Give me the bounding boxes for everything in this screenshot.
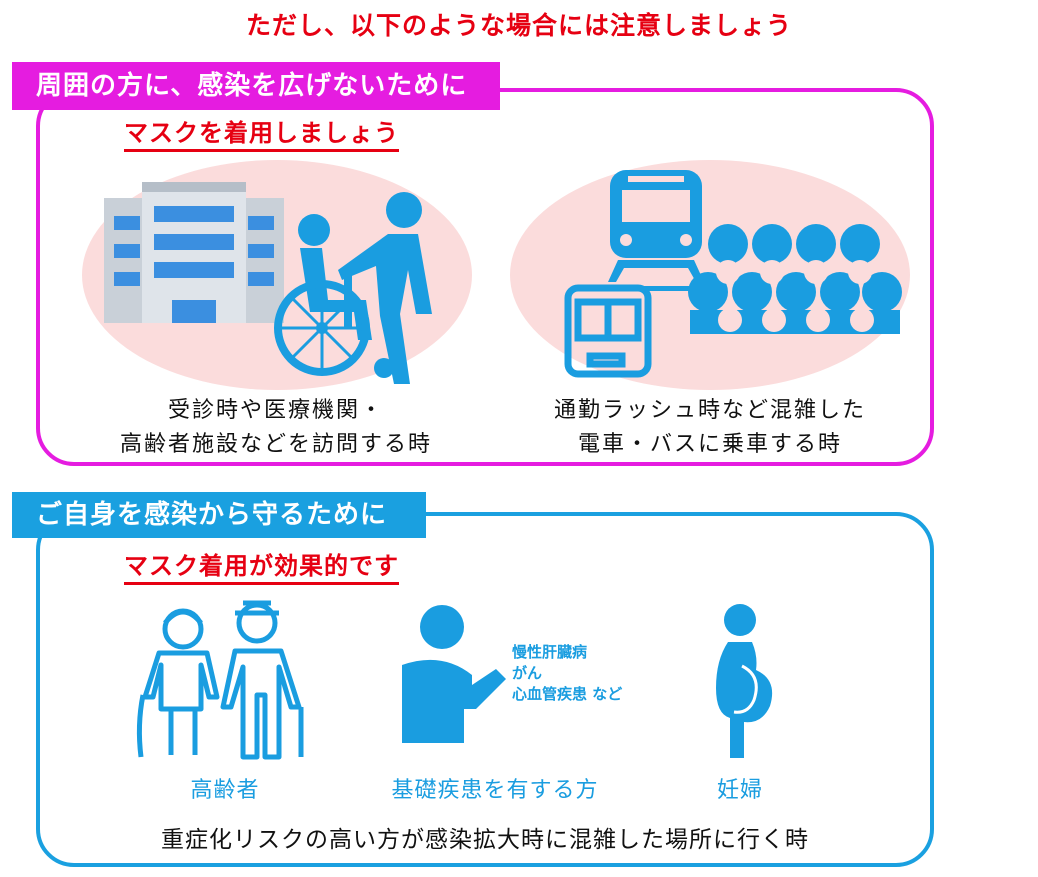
section1-tab: 周囲の方に、感染を広げないために	[12, 62, 500, 110]
disease-item: 心血管疾患 など	[512, 685, 623, 703]
hospital-icon	[104, 182, 284, 323]
section2-subtitle: マスク着用が効果的です	[124, 551, 399, 585]
disease-item: 慢性肝臓病	[512, 643, 588, 661]
elderly-couple-icon	[136, 600, 304, 760]
person-underlying-disease-icon	[402, 605, 506, 743]
section2-tab: ご自身を感染から守るために	[12, 492, 426, 538]
wheelchair-icon	[274, 214, 394, 378]
caption-right-line2: 電車・バスに乗車する時	[577, 432, 842, 457]
caption-left-line2: 高齢者施設などを訪問する時	[119, 432, 432, 457]
caption-left: 受診時や医療機関・ 高齢者施設などを訪問する時	[96, 394, 456, 462]
label-underlying: 基礎疾患を有する方	[391, 778, 599, 803]
disease-list: 慢性肝臓病 がん 心血管疾患 など	[512, 642, 622, 705]
caption-left-line1: 受診時や医療機関・	[167, 398, 384, 423]
section2-box	[36, 512, 934, 867]
label-pregnant: 妊婦	[716, 778, 763, 803]
train-bus-crowd-illustration	[510, 160, 910, 390]
train-icon	[608, 170, 704, 291]
pregnant-woman-icon	[716, 604, 773, 758]
caption-right-line1: 通勤ラッシュ時など混雑した	[553, 398, 866, 423]
caption-right: 通勤ラッシュ時など混雑した 電車・バスに乗車する時	[520, 394, 900, 462]
headline: ただし、以下のような場合には注意しましょう	[245, 11, 792, 40]
label-elderly: 高齢者	[190, 778, 260, 803]
hospital-wheelchair-illustration	[82, 160, 472, 390]
disease-item: がん	[512, 664, 543, 682]
section1-subtitle: マスクを着用しましょう	[124, 118, 399, 152]
caregiver-icon	[338, 192, 432, 384]
bus-icon	[564, 284, 652, 378]
crowd-icon	[688, 224, 902, 334]
bottom-line: 重症化リスクの高い方が感染拡大時に混雑した場所に行く時	[161, 827, 809, 853]
